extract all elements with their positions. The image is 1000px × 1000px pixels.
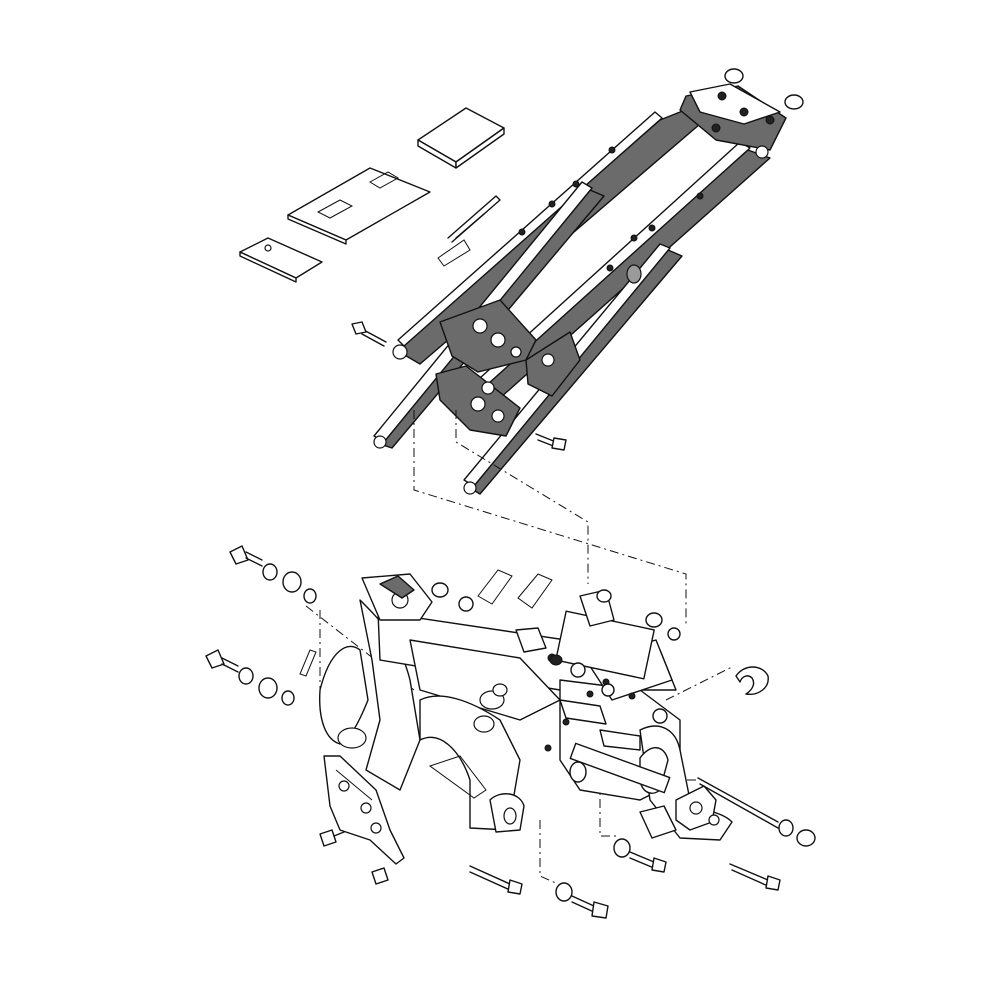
subframe-dampers xyxy=(724,68,804,110)
long-bolt-bottom-left xyxy=(469,865,523,895)
label-sheet-flat xyxy=(239,237,323,283)
mount-bolt-lower xyxy=(205,649,295,706)
rear-subframe xyxy=(373,83,787,495)
long-bolt-right-upper xyxy=(697,777,816,847)
bracket-bolts xyxy=(319,829,389,885)
circlip xyxy=(735,666,769,695)
collar-bolt-bottom-center xyxy=(613,838,667,873)
frame-collars-top xyxy=(431,582,681,641)
label-frame-tag xyxy=(437,195,501,267)
center-mount-hardware xyxy=(549,654,668,724)
long-bolt-right-lower xyxy=(729,863,781,891)
mount-bolt-upper xyxy=(229,545,317,604)
subframe-bolt-left xyxy=(351,321,387,347)
collar-bolt-bottom xyxy=(555,882,609,919)
subframe-rivets xyxy=(518,146,704,272)
side-bracket xyxy=(323,755,405,865)
label-sheet-small xyxy=(417,107,505,169)
frame-label-panels xyxy=(299,569,553,799)
label-sheet-large xyxy=(287,167,431,245)
label-sheets xyxy=(239,107,505,283)
subframe-bolt-right xyxy=(535,433,567,451)
main-frame xyxy=(318,573,733,841)
